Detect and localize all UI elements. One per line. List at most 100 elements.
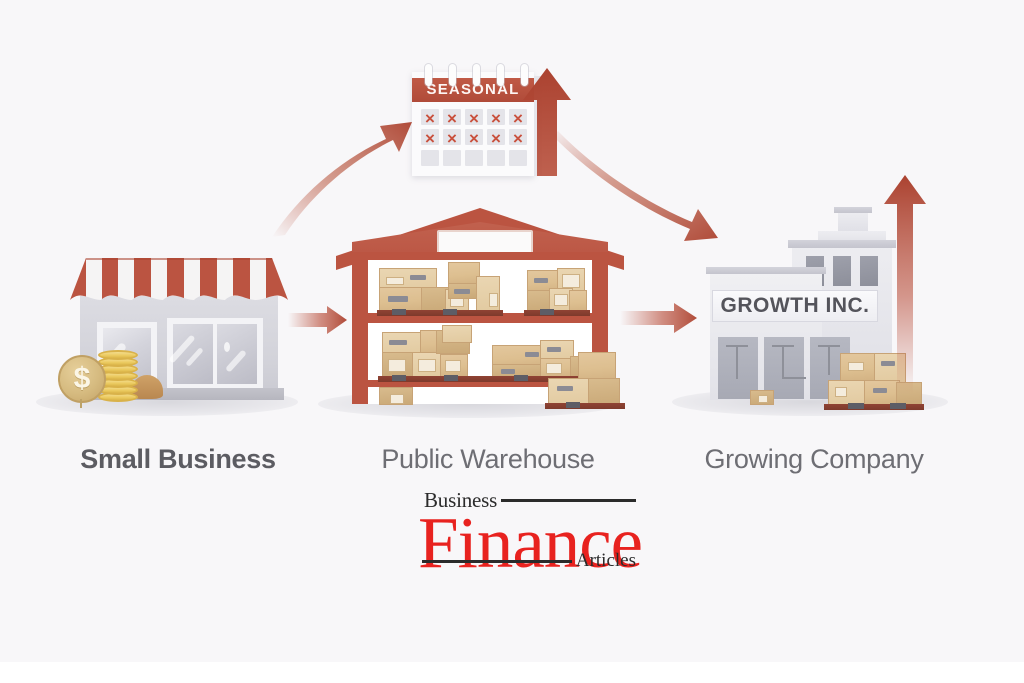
bay-door-mark: [782, 377, 806, 379]
calendar-mark: ×: [447, 129, 457, 148]
calendar-cell: [509, 109, 527, 125]
arrow-calendar-growth: [523, 68, 571, 176]
logo-bottom-word: Articles: [575, 550, 636, 571]
coin-stem: [80, 399, 82, 408]
bay-door-mark: [772, 345, 794, 347]
factory-main-roof: [706, 267, 826, 274]
warehouse-floor-beam: [366, 380, 594, 387]
box-outside-left: [379, 387, 413, 405]
factory-bay-door[interactable]: [718, 337, 758, 399]
bay-door-mark: [782, 345, 784, 379]
shop-awning: [70, 256, 288, 302]
dollar-symbol: $: [73, 362, 91, 395]
awning-svg: [70, 258, 288, 300]
box-tape: [418, 359, 436, 372]
calendar-ring: [425, 64, 432, 86]
factory-sign: GROWTH INC.: [712, 290, 878, 322]
calendar-cell: [487, 129, 505, 145]
stage-label-growing-company: Growing Company: [674, 444, 954, 475]
calendar-cell: [443, 129, 461, 145]
pallet-block: [443, 309, 457, 315]
calendar-mark: ×: [491, 109, 501, 128]
box-tape: [758, 395, 768, 403]
calendar-cell: [443, 150, 461, 166]
pallet: [377, 310, 503, 316]
calendar-mark: ×: [447, 109, 457, 128]
calendar-ring: [449, 64, 456, 86]
bay-door-mark: [828, 345, 830, 375]
logo-top-row: Business: [424, 488, 636, 513]
box: [448, 262, 480, 286]
box-tape: [546, 363, 562, 374]
calendar-ring: [473, 64, 480, 86]
warehouse-header-band: [352, 252, 608, 260]
calendar-cell: [509, 150, 527, 166]
stage-label-text: Small Business: [80, 444, 276, 474]
pallet: [378, 376, 498, 382]
pallet-block: [514, 375, 528, 381]
box-label: [501, 369, 515, 374]
calendar-cell: [421, 129, 439, 145]
pallet-block: [566, 402, 580, 408]
arrow-shop-to-warehouse: [288, 306, 347, 334]
factory-chimney-cap: [834, 207, 872, 213]
door-handle: [224, 342, 230, 352]
calendar-mark: ×: [513, 129, 523, 148]
box-label: [557, 386, 573, 391]
box-label: [881, 361, 895, 366]
logo-rule-bottom: [422, 559, 572, 563]
factory-small-crate: [750, 390, 774, 405]
box-tape: [489, 293, 498, 307]
pallet: [488, 376, 594, 382]
box-tape: [554, 294, 568, 306]
box-label: [389, 340, 407, 345]
factory-bay-door[interactable]: [764, 337, 806, 399]
box-tape: [562, 274, 580, 288]
calendar-cell: [421, 109, 439, 125]
calendar-mark: ×: [425, 109, 435, 128]
factory-window: [833, 256, 851, 286]
factory-tower-roof: [788, 240, 896, 248]
box: [440, 354, 468, 378]
box: [476, 276, 500, 313]
logo-main-word: Finance: [418, 502, 643, 583]
bay-door-mark: [726, 345, 748, 347]
box-label: [534, 278, 548, 283]
shop-door-pane-right[interactable]: [217, 324, 257, 384]
warehouse-sign: [437, 230, 533, 254]
arrow-factory-growth: [884, 175, 926, 394]
box-label: [410, 275, 426, 280]
bay-door-mark: [818, 345, 840, 347]
pallet: [524, 310, 590, 316]
pallet-outside: [545, 403, 625, 409]
box-tape: [848, 362, 864, 371]
box-tape: [445, 360, 461, 372]
box-tape: [386, 277, 404, 285]
logo-rule-top: [501, 499, 636, 502]
box: [442, 325, 472, 343]
calendar-mark: ×: [425, 129, 435, 148]
pallet-block: [392, 375, 406, 381]
box-label: [388, 296, 408, 302]
box: [412, 352, 444, 378]
calendar-mark: ×: [491, 129, 501, 148]
box-label: [525, 352, 539, 357]
factory-window: [860, 256, 878, 286]
stage-label-public-warehouse: Public Warehouse: [348, 444, 628, 475]
calendar-cell: [509, 129, 527, 145]
pallet-block: [848, 403, 864, 409]
dollar-coin-icon: $: [58, 355, 106, 403]
arrow-calendar-to-factory: [553, 131, 718, 241]
calendar-mark: ×: [469, 129, 479, 148]
calendar-cell: [443, 109, 461, 125]
logo-top-word: Business: [424, 488, 498, 512]
logo-bottom-row: Articles: [422, 550, 636, 572]
stage-label-text: Growing Company: [704, 444, 924, 474]
box-tape: [388, 359, 406, 372]
pallet-block: [890, 403, 906, 409]
box: [540, 340, 574, 362]
pallet: [824, 404, 924, 410]
brand-logo[interactable]: Business Finance Articles: [418, 488, 643, 579]
